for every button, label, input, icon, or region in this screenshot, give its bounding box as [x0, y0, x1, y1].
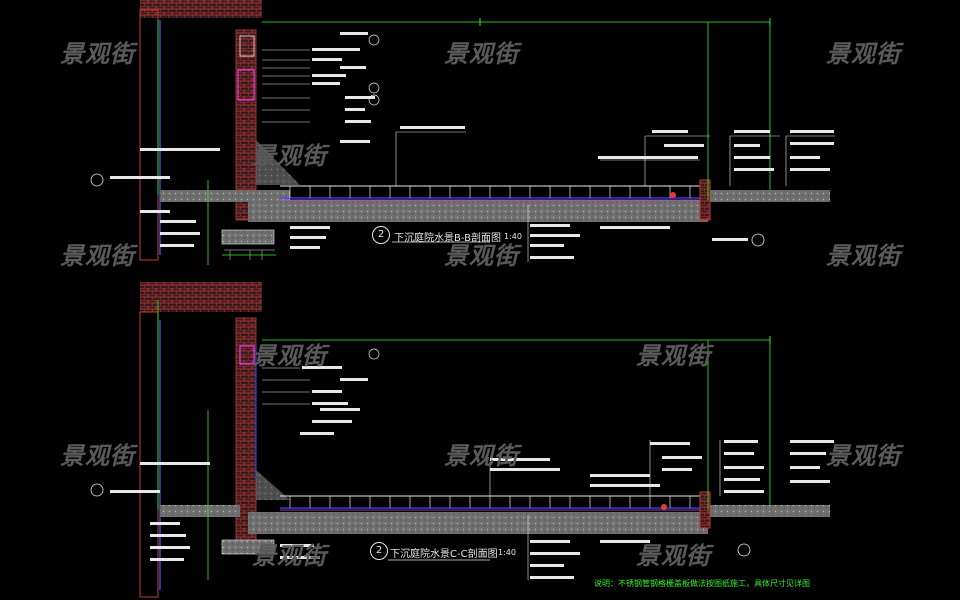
watermark-text: 景观街 [60, 242, 135, 270]
section-bb-scale: 1:40 [504, 232, 522, 241]
ground-slab-left [160, 190, 290, 202]
watermark-text: 景观街 [444, 40, 519, 68]
watermark-text: 景观街 [826, 442, 901, 470]
pool-base-slab [248, 200, 708, 222]
watermark-text: 景观街 [444, 442, 519, 470]
section-cc-scale: 1:40 [498, 548, 516, 557]
section-bb-title: 下沉庭院水景B-B剖面图 [394, 233, 501, 244]
section-cc-number: 2 [370, 542, 388, 560]
watermark-text: 景观街 [826, 40, 901, 68]
watermark-text: 景观街 [826, 242, 901, 270]
ground-slab-right [700, 190, 830, 202]
watermark-text: 景观街 [252, 142, 327, 170]
wall-outline [139, 9, 159, 261]
section-cc-drawing [90, 282, 834, 598]
building-wall [140, 282, 262, 312]
watermark-text: 景观街 [60, 40, 135, 68]
retaining-wall [235, 29, 257, 221]
watermark-text: 景观街 [636, 342, 711, 370]
building-wall [140, 0, 262, 18]
section-cc-title: 下沉庭院水景C-C剖面图 [390, 549, 498, 560]
watermark-text: 景观街 [252, 342, 327, 370]
drawing-note: 说明：不锈钢管钢格栅盖板做法按图纸施工，具体尺寸见详图 [594, 579, 810, 588]
section-bb-drawing [90, 0, 835, 265]
section-bb-number: 2 [372, 226, 390, 244]
watermark-text: 景观街 [60, 442, 135, 470]
watermark-text: 景观街 [444, 242, 519, 270]
watermark-text: 景观街 [636, 542, 711, 570]
watermark-text: 景观街 [252, 542, 327, 570]
